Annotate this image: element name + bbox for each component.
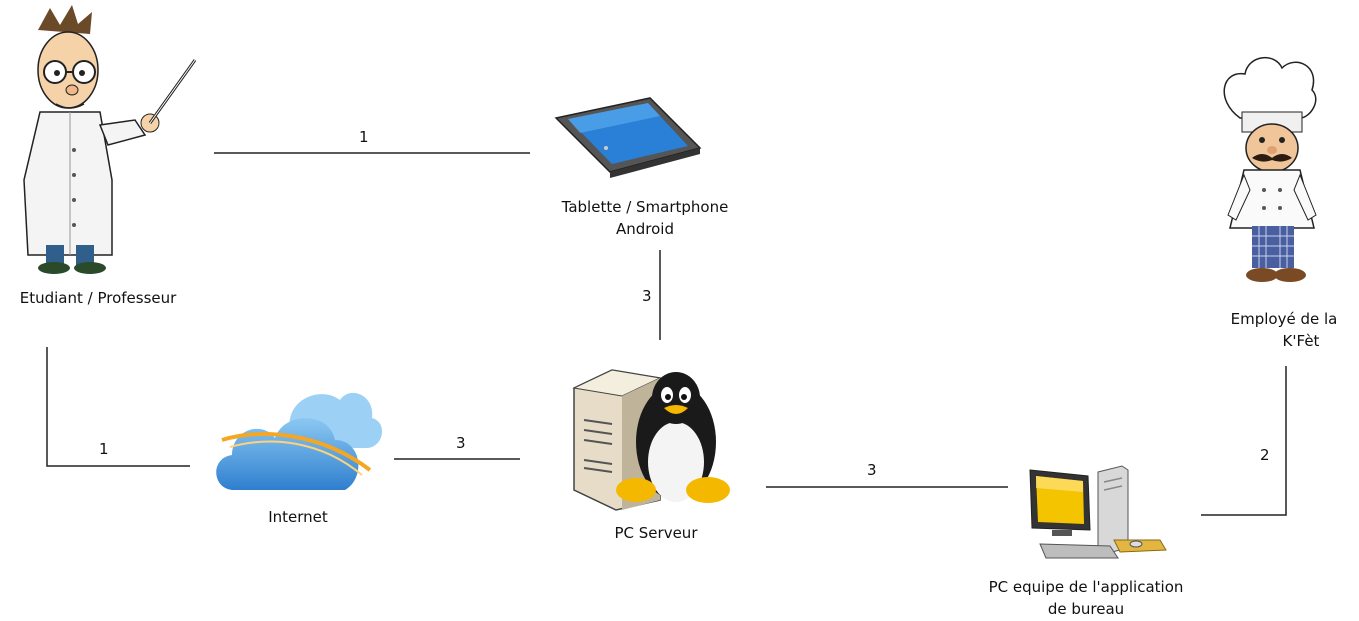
label-employee-line1: Employé de la bbox=[1230, 310, 1338, 328]
edge-label-internet-server: 3 bbox=[456, 434, 466, 452]
edge-label-tablet-server: 3 bbox=[642, 287, 652, 305]
edge-user-internet bbox=[46, 347, 190, 467]
edge-label-user-tablet: 1 bbox=[359, 128, 369, 146]
edge-employee-desktop bbox=[1201, 366, 1287, 516]
tablet-icon bbox=[554, 97, 702, 178]
label-desktop-line1: PC equipe de l'application bbox=[988, 578, 1184, 596]
edge-label-employee-desktop: 2 bbox=[1260, 446, 1270, 464]
label-user: Etudiant / Professeur bbox=[19, 289, 177, 307]
label-server: PC Serveur bbox=[614, 524, 698, 542]
label-employee-line2: K'Fèt bbox=[1282, 332, 1320, 350]
cloud-icon bbox=[216, 392, 383, 490]
label-tablet-line2: Android bbox=[616, 220, 674, 238]
label-employee: Employé de la K'Fèt bbox=[1216, 308, 1352, 352]
edge-label-server-desktop: 3 bbox=[867, 461, 877, 479]
label-internet: Internet bbox=[268, 508, 328, 526]
chef-icon bbox=[1223, 57, 1317, 282]
professor-icon bbox=[23, 5, 197, 274]
connectors bbox=[46, 152, 1287, 516]
desktop-computer-icon bbox=[1029, 465, 1167, 559]
label-tablet-line1: Tablette / Smartphone bbox=[561, 198, 729, 216]
linux-server-icon bbox=[572, 369, 730, 511]
label-tablet: Tablette / Smartphone Android bbox=[540, 196, 750, 240]
label-desktop-line2: de bureau bbox=[1047, 600, 1125, 618]
label-desktop: PC equipe de l'application de bureau bbox=[966, 576, 1206, 620]
edge-label-user-internet: 1 bbox=[99, 440, 109, 458]
